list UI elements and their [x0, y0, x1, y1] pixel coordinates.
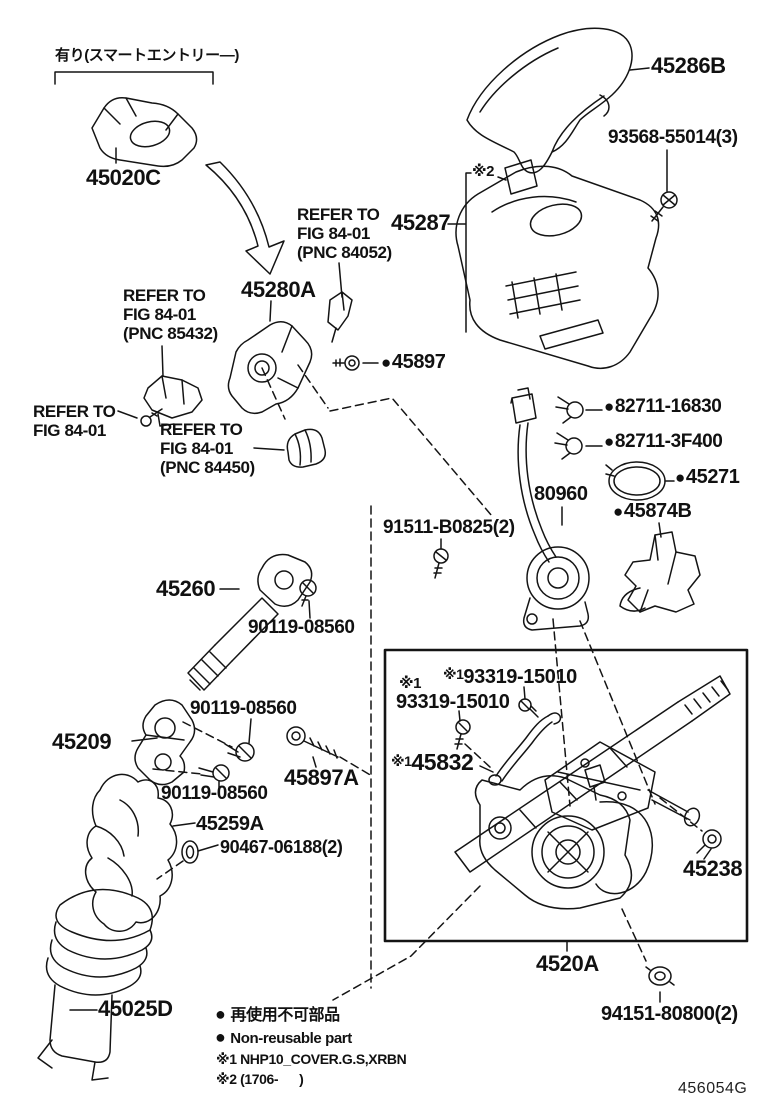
- refer-note-pnc84450: REFER TO FIG 84-01 (PNC 84450): [160, 420, 255, 478]
- nut-art: [645, 966, 675, 1003]
- intermediate-shaft-art: [187, 553, 317, 691]
- legend-note-2: ※2 (1706- ): [216, 1071, 304, 1087]
- motor-screw-art: [433, 538, 449, 579]
- part-label-93568: 93568-55014(3): [608, 127, 738, 148]
- part-label-45287: 45287: [391, 210, 451, 235]
- part-label-90467: 90467-06188(2): [220, 837, 343, 857]
- part-label-45209: 45209: [52, 729, 112, 754]
- ref-marker-1: ※1: [399, 675, 422, 692]
- lock-bracket-art: [619, 522, 701, 613]
- part-label-90119-low: 90119-08560: [161, 783, 268, 804]
- tilt-lever-screw-art: [696, 829, 722, 860]
- set-screw-art: [332, 355, 379, 371]
- part-label-82711-16830: ●82711-16830: [604, 396, 722, 417]
- cover-set-bracket: [447, 159, 538, 333]
- tube-and-screws-art: [454, 686, 562, 786]
- part-label-80960: 80960: [534, 483, 588, 505]
- part-label-45259a: 45259A: [196, 813, 264, 835]
- clamp-icons-art: [554, 396, 603, 460]
- column-hole-cover-art: [84, 773, 219, 932]
- part-label-45286b: 45286B: [651, 53, 726, 78]
- switch-sub-part-art: [143, 345, 203, 427]
- ref-marker-2: ※2: [472, 163, 495, 180]
- part-label-93319-top: ※193319-15010: [443, 666, 577, 688]
- part-label-90119-mid: 90119-08560: [190, 698, 297, 719]
- part-label-45238: 45238: [683, 856, 743, 881]
- smart-entry-note: 有り(スマートエントリー―): [55, 47, 239, 64]
- part-label-93319-left: 93319-15010: [396, 691, 510, 713]
- non-reusable-bullet-icon: ●: [381, 353, 391, 372]
- part-label-82711-3f400: ●82711-3F400: [604, 431, 723, 452]
- steering-lock-actuator-art: [510, 387, 590, 631]
- part-label-45897a: 45897A: [284, 765, 359, 790]
- refer-note-fig8401: REFER TO FIG 84-01: [33, 402, 116, 441]
- part-label-91511: 91511-B0825(2): [383, 517, 515, 538]
- smart-entry-bracket: [54, 71, 214, 85]
- part-label-45832: ※145832: [391, 749, 474, 775]
- figure-code: 456054G: [678, 1080, 748, 1097]
- upper-column-cover-art: [466, 27, 650, 174]
- refer-note-pnc85432: REFER TO FIG 84-01 (PNC 85432): [123, 286, 218, 344]
- curved-arrow-icon: [205, 161, 285, 275]
- part-label-45280a: 45280A: [241, 277, 316, 302]
- non-reusable-bullet-icon: ●: [604, 432, 614, 451]
- assembly-box: [383, 648, 749, 943]
- legend-nonreusable-jp: ● 再使用不可部品: [215, 1004, 340, 1024]
- part-label-45020c: 45020C: [86, 165, 161, 190]
- part-label-4520a: 4520A: [536, 951, 599, 976]
- cover-screw-art: [650, 149, 678, 222]
- part-label-45874b: ●45874B: [613, 500, 692, 522]
- part-label-94151: 94151-80800(2): [601, 1003, 738, 1025]
- refer-screw-art: [117, 408, 163, 427]
- ignition-switch-art: [91, 96, 198, 168]
- ref-marker-1: ※1: [443, 666, 464, 682]
- non-reusable-bullet-icon: ●: [613, 502, 623, 521]
- non-reusable-bullet-icon: ●: [215, 1027, 226, 1047]
- part-label-45025d: 45025D: [98, 996, 173, 1021]
- non-reusable-bullet-icon: ●: [675, 468, 685, 487]
- refer-note-pnc84052: REFER TO FIG 84-01 (PNC 84052): [297, 205, 392, 263]
- universal-joint-art: [131, 699, 196, 786]
- column-boot-art: [37, 888, 153, 1081]
- legend-note-1: ※1 NHP10_COVER.G.S,XRBN: [216, 1051, 407, 1067]
- joint-bolts-art: [198, 718, 339, 790]
- combination-switch-art: [227, 262, 353, 415]
- dashed-leader-lines: [152, 364, 703, 1001]
- tilt-knob-art: [253, 428, 327, 468]
- part-label-90119-top: 90119-08560: [248, 617, 355, 638]
- hole-cover-ring-art: [605, 461, 675, 501]
- part-label-45260: 45260: [156, 576, 216, 601]
- non-reusable-bullet-icon: ●: [604, 397, 614, 416]
- part-label-45271: ●45271: [675, 466, 740, 488]
- part-label-45897: ●45897: [381, 351, 446, 373]
- lower-column-cover-art: [455, 165, 660, 370]
- steering-column-assembly-art: [454, 675, 731, 910]
- ref-marker-1: ※1: [391, 753, 412, 769]
- legend-nonreusable-en: ● Non-reusable part: [215, 1027, 352, 1047]
- non-reusable-bullet-icon: ●: [215, 1004, 226, 1024]
